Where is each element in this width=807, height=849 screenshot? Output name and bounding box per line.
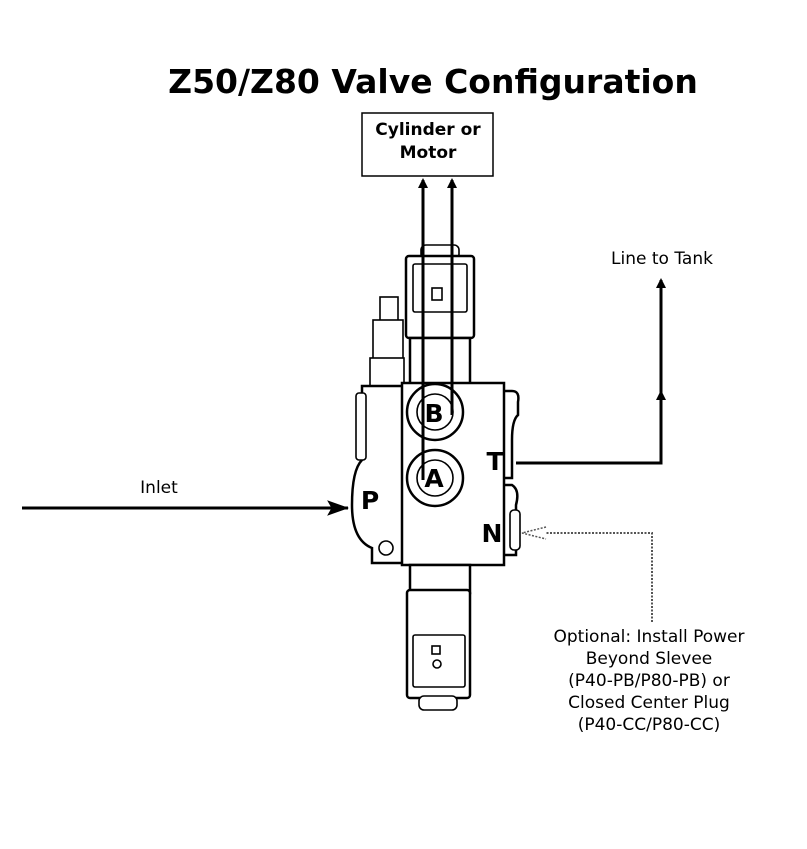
line-to-tank-label: Line to Tank (611, 249, 713, 269)
port-b-label: B (424, 399, 443, 428)
inlet-label: Inlet (140, 478, 178, 498)
port-p-label: P (361, 486, 379, 515)
svg-text:Cylinder or: Cylinder or (375, 120, 481, 140)
diagram-title: Z50/Z80 Valve Configuration (168, 62, 698, 101)
optional-dotted-arrow (521, 526, 653, 622)
svg-text:(P40-CC/P80-CC): (P40-CC/P80-CC) (578, 715, 721, 735)
svg-text:Closed Center Plug: Closed Center Plug (568, 693, 730, 713)
svg-text:Motor: Motor (400, 143, 457, 163)
svg-text:Optional: Install Power: Optional: Install Power (554, 627, 745, 647)
port-n-label: N (482, 519, 503, 548)
cylinder-motor-box: Cylinder or Motor (361, 112, 494, 177)
tank-line-arrow (516, 278, 666, 465)
port-a-label: A (424, 464, 444, 493)
optional-note: Optional: Install Power Beyond Slevee (P… (554, 627, 745, 735)
svg-text:(P40-PB/P80-PB) or: (P40-PB/P80-PB) or (568, 671, 730, 691)
port-t-label: T (486, 447, 503, 476)
svg-text:Beyond Slevee: Beyond Slevee (586, 649, 713, 669)
